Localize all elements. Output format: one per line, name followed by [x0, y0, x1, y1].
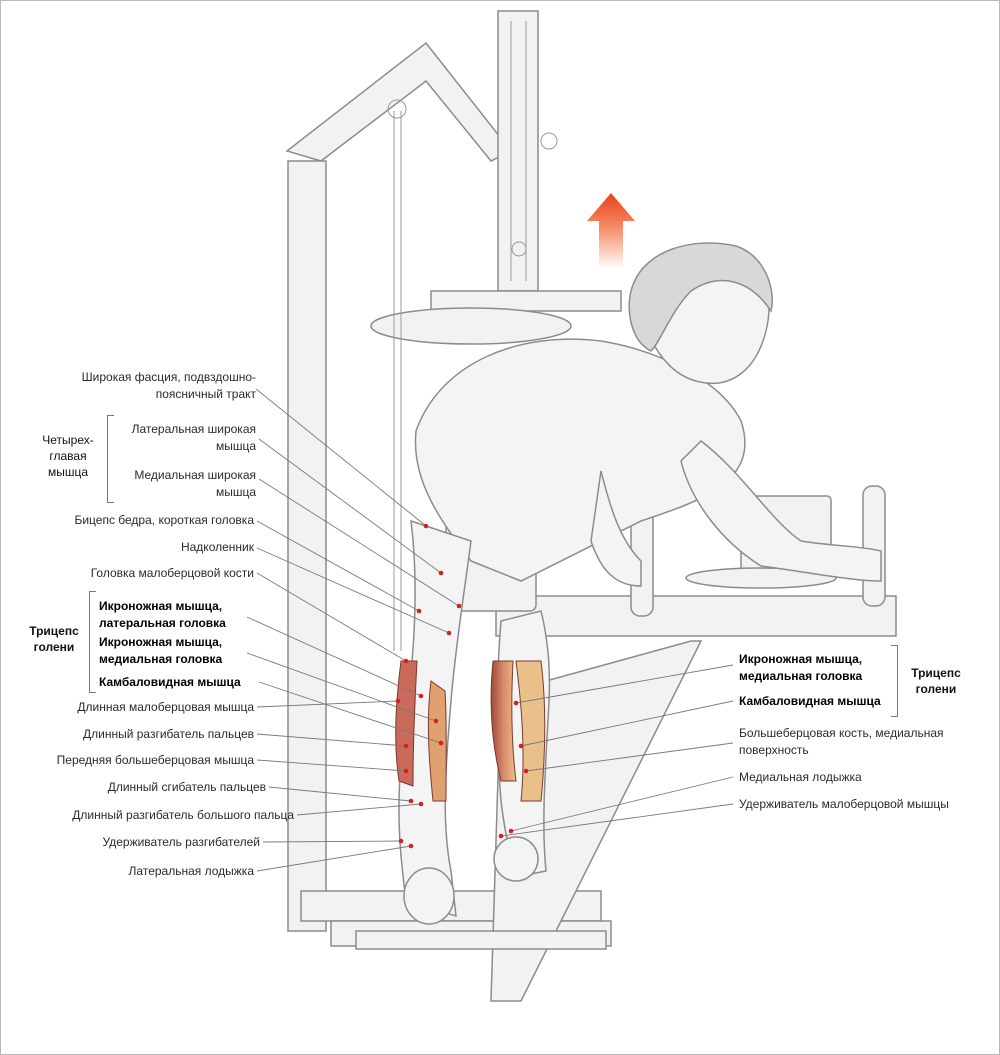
label-soleus: Камбаловидная мышца: [99, 675, 241, 689]
leader-lines: [246, 388, 734, 872]
label-soleus-right: Камбаловидная мышца: [739, 694, 881, 708]
triceps-right-brace: [891, 645, 898, 717]
label-peroneus-longus: Длинная малоберцовая мышца: [77, 700, 254, 714]
label-extensor-digitorum: Длинный разгибатель пальцев: [83, 727, 254, 741]
label-flexor-digitorum: Длинный сгибатель пальцев: [107, 780, 266, 794]
label-fascia: Широкая фасция, подвздошно-поясничный тр…: [81, 370, 256, 401]
label-peroneal-retinaculum: Удерживатель малоберцовой мышцы: [739, 797, 949, 811]
anatomy-markers: [395, 523, 529, 849]
label-gastrocnemius-medial: Икроножная мышца,медиальная головка: [99, 635, 223, 666]
label-fibula-head: Головка малоберцовой кости: [90, 566, 254, 580]
label-extensor-retinaculum: Удерживатель разгибателей: [102, 835, 260, 849]
machine-details: [387, 21, 558, 651]
label-patella: Надколенник: [180, 540, 254, 554]
movement-arrow: [587, 193, 635, 269]
figure: [398, 242, 882, 925]
label-gastrocnemius-lateral: Икроножная мышца,латеральная головка: [99, 599, 226, 630]
label-lateral-malleolus: Латеральная лодыжка: [128, 864, 254, 878]
label-biceps-femoris: Бицепс бедра, короткая головка: [74, 513, 254, 527]
label-medial-malleolus: Медиальная лодыжка: [739, 770, 862, 784]
label-tibialis-anterior: Передняя большеберцовая мышца: [56, 753, 254, 767]
label-extensor-hallucis: Длинный разгибатель большого пальца: [72, 808, 294, 822]
triceps-left-brace: [89, 591, 96, 693]
muscles: [395, 660, 546, 802]
quadriceps-brace: [107, 415, 114, 503]
label-gastrocnemius-medial-right: Икроножная мышца,медиальная головка: [739, 652, 863, 683]
